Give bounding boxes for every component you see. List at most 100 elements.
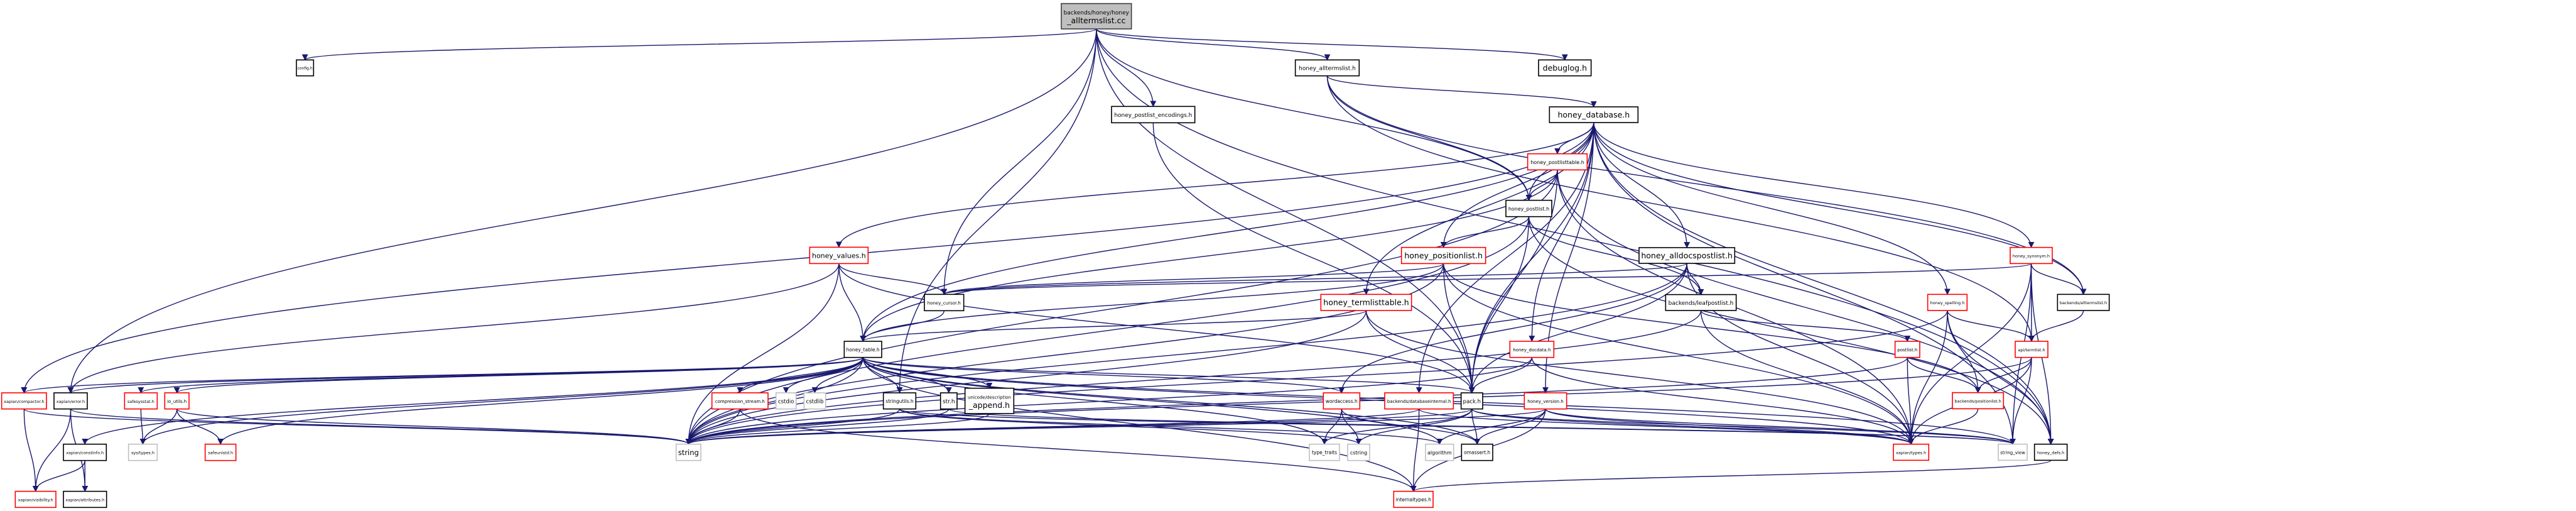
- node-box: [1400, 246, 1486, 265]
- node-box: [63, 443, 107, 461]
- node-safeunistd[interactable]: safeunistd.h: [204, 443, 237, 461]
- node-backends-databaseinternal[interactable]: backends/databaseinternal.h: [1384, 392, 1454, 410]
- node-label: internaltypes.h: [1395, 497, 1431, 503]
- node-honey-database[interactable]: honey_database.h: [1549, 106, 1639, 123]
- node-label: honey_table.h: [847, 347, 880, 353]
- node-xapian-attributes[interactable]: xapian/attributes.h: [63, 490, 107, 508]
- node-honey-version[interactable]: honey_version.h: [1523, 392, 1567, 410]
- node-root[interactable]: backends/honey/honey_alltermslist.cc: [1061, 3, 1132, 30]
- node-label: stringutils.h: [885, 398, 914, 404]
- node-cstring[interactable]: cstring: [1347, 443, 1370, 461]
- node-type-traits[interactable]: type_traits: [1309, 443, 1340, 461]
- edge-honey_postlist-to-honey_defs: [1528, 216, 2054, 445]
- node-str[interactable]: str.h: [939, 392, 958, 410]
- node-label: unicode/description: [968, 395, 1011, 400]
- edge-str-to-string: [685, 409, 950, 445]
- edge-honey_defs-to-internaltypes: [1410, 459, 2052, 492]
- edge-backends_positionlist-to-xapian_types: [1908, 409, 1979, 445]
- node-compression-stream[interactable]: compression_stream.h: [711, 392, 769, 410]
- edge-root-to-honey_postlist_encodings: [1096, 28, 1157, 107]
- edge-root-to-honey_postlist: [1096, 28, 1532, 201]
- node-box: [124, 392, 158, 410]
- node-honey-docdata[interactable]: honey_docdata.h: [1509, 341, 1555, 358]
- edge-io_utils-to-sys_types: [139, 409, 178, 445]
- node-label: cstdlib: [806, 398, 824, 405]
- edge-honey_database-to-honey_alldocspostlist: [1593, 122, 1691, 248]
- node-honey-table[interactable]: honey_table.h: [843, 341, 882, 358]
- node-honey-alltermslist-h[interactable]: honey_alltermslist.h: [1294, 59, 1360, 77]
- node-honey-synonym[interactable]: honey_synonym.h: [2010, 246, 2053, 265]
- node-string-view[interactable]: string_view: [1998, 443, 2028, 461]
- node-honey-cursor[interactable]: honey_cursor.h: [924, 294, 965, 312]
- node-backends-positionlist[interactable]: backends/positionlist.h: [1952, 392, 2005, 410]
- node-wordaccess[interactable]: wordaccess.h: [1323, 392, 1361, 410]
- node-sys-types[interactable]: sys/types.h: [127, 443, 158, 461]
- node-box: [964, 387, 1015, 414]
- node-backends-leafpostlist[interactable]: backends/leafpostlist.h: [1665, 294, 1737, 311]
- node-honey-positionlist[interactable]: honey_positionlist.h: [1400, 246, 1486, 265]
- node-label: xapian/visibility.h: [18, 498, 53, 503]
- node-safesysstat[interactable]: safesysstat.h: [124, 392, 158, 410]
- node-box: [1665, 294, 1737, 311]
- node-internaltypes[interactable]: internaltypes.h: [1393, 490, 1434, 508]
- edge-honey_alldocspostlist-to-honey_cursor: [941, 263, 1687, 295]
- node-unicode-description-append[interactable]: unicode/description_append.h: [964, 387, 1015, 414]
- node-stringutils[interactable]: stringutils.h: [882, 392, 917, 410]
- node-algorithm[interactable]: algorithm: [1425, 443, 1454, 461]
- node-cstdio[interactable]: cstdio: [775, 392, 797, 410]
- node-xapian-visibility[interactable]: xapian/visibility.h: [14, 490, 57, 508]
- node-honey-values[interactable]: honey_values.h: [809, 246, 869, 265]
- node-label: honey_database.h: [1557, 110, 1630, 119]
- node-label: honey_values.h: [812, 251, 866, 260]
- node-box: [1952, 392, 2005, 410]
- edge-honey_version-to-string: [685, 409, 1546, 445]
- node-honey-alldocspostlist[interactable]: honey_alldocspostlist.h: [1638, 247, 1736, 264]
- edge-honey_postlisttable-to-honey_defs: [1557, 170, 2054, 445]
- node-api-termlist[interactable]: api/termlist.h: [2015, 341, 2048, 358]
- node-backends-alltermslist[interactable]: backends/alltermslist.h: [2057, 294, 2110, 311]
- edge-honey_postlist-to-pack: [1468, 216, 1530, 393]
- node-label: api/termlist.h: [2018, 348, 2045, 353]
- node-xapian-types[interactable]: xapian/types.h: [1893, 443, 1930, 461]
- node-box: [809, 246, 869, 265]
- node-xapian-compactor[interactable]: xapian/compactor.h: [1, 392, 47, 410]
- node-label: type_traits: [1312, 450, 1337, 456]
- node-honey-postlisttable[interactable]: honey_postlisttable.h: [1527, 153, 1588, 171]
- node-honey-postlist[interactable]: honey_postlist.h: [1505, 199, 1552, 217]
- edge-honey_termlisttable-to-pack: [1365, 310, 1475, 393]
- edges-layer: [21, 28, 2087, 492]
- edge-honey_table-to-omassert: [862, 357, 1480, 445]
- node-honey-postlist-encodings[interactable]: honey_postlist_encodings.h: [1111, 106, 1196, 124]
- node-label: xapian/compactor.h: [4, 399, 44, 404]
- edge-root-to-stringutils: [896, 28, 1097, 393]
- node-label: xapian/error.h: [57, 399, 85, 404]
- node-label: algorithm: [1427, 450, 1452, 456]
- edge-honey_database-to-honey_values: [836, 122, 1594, 248]
- node-cstdlib[interactable]: cstdlib: [803, 392, 826, 410]
- node-box: [53, 392, 88, 410]
- edge-honey_alldocspostlist-to-pack: [1468, 263, 1687, 393]
- node-box: [1538, 59, 1592, 77]
- node-pack[interactable]: pack.h: [1460, 392, 1483, 410]
- node-honey-defs[interactable]: honey_defs.h: [2033, 443, 2068, 461]
- edge-honey_table-to-compression_stream: [737, 357, 863, 393]
- node-label: honey_positionlist.h: [1404, 251, 1483, 260]
- node-label: backends/positionlist.h: [1954, 399, 2001, 404]
- node-xapian-error[interactable]: xapian/error.h: [53, 392, 88, 410]
- edge-honey_values-to-xapian_error: [67, 263, 840, 393]
- node-xapian-constinfo[interactable]: xapian/constinfo.h: [63, 443, 107, 461]
- node-string[interactable]: string: [675, 443, 701, 461]
- node-config[interactable]: config.h: [296, 59, 315, 77]
- node-honey-spelling[interactable]: honey_spelling.h: [1927, 294, 1968, 311]
- edge-pack-to-xapian_types: [1471, 409, 1914, 445]
- node-debuglog[interactable]: debuglog.h: [1538, 59, 1592, 77]
- node-honey-termlisttable[interactable]: honey_termlisttable.h: [1320, 294, 1412, 311]
- node-postlist[interactable]: postlist.h: [1894, 341, 1920, 358]
- edge-pack-to-string: [685, 409, 1473, 445]
- node-omassert[interactable]: omassert.h: [1461, 443, 1493, 461]
- node-label: xapian/constinfo.h: [66, 451, 104, 456]
- edge-honey_postlist-to-honey_positionlist: [1440, 216, 1530, 248]
- node-label: pack.h: [1463, 398, 1481, 405]
- node-io-utils[interactable]: io_utils.h: [164, 392, 190, 410]
- node-label: str.h: [943, 398, 955, 405]
